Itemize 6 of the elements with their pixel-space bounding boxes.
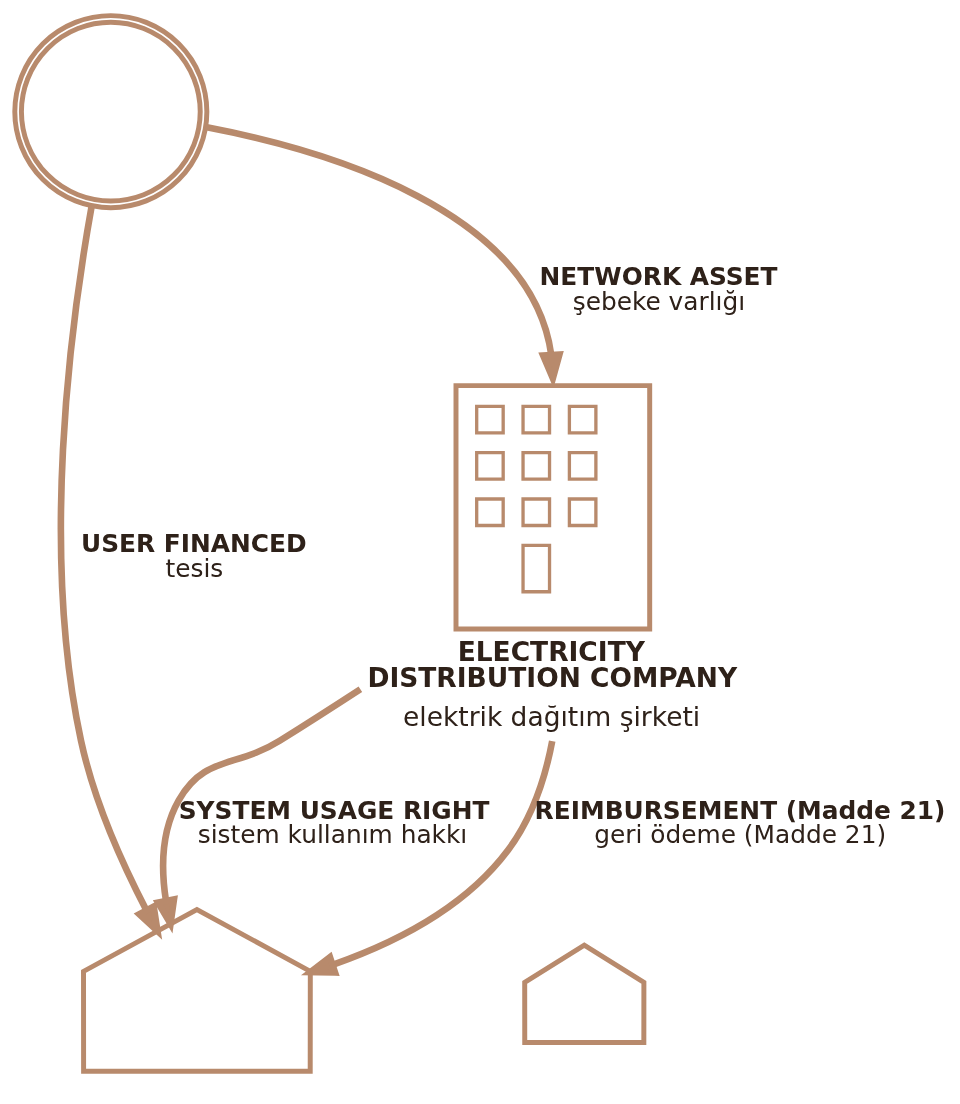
edge-label: REIMBURSEMENT (Madde 21) geri ödeme (Madde 21) [534, 795, 946, 850]
edge-label: NETWORK ASSET şebeke varlığı [539, 262, 778, 317]
node-label: elektrik dağıtım şirketi [403, 700, 701, 732]
edge-label: SYSTEM USAGE RIGHT sistem kullanım hakkı [178, 795, 490, 850]
edge-label: USER FINANCED tesis [81, 529, 307, 583]
node-label: ELECTRICITY DISTRIBUTION COMPANY [367, 635, 738, 694]
